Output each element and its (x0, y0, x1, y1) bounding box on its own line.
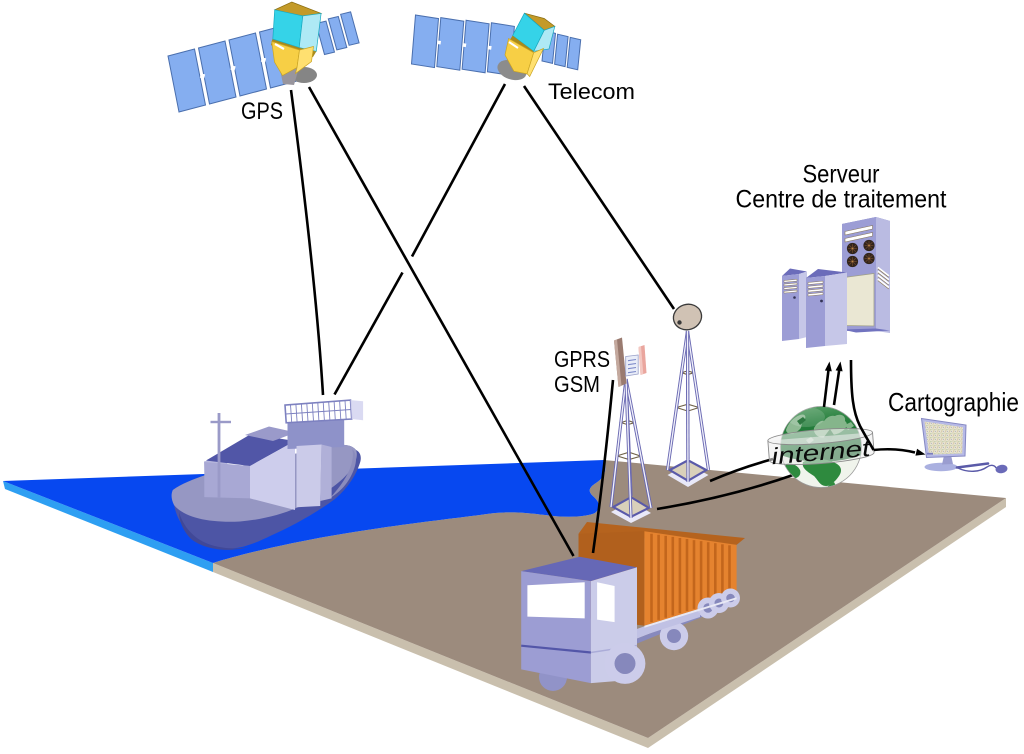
svg-text:GPRS: GPRS (554, 346, 610, 372)
svg-text:Serveur: Serveur (803, 161, 880, 189)
svg-text:Telecom: Telecom (548, 79, 635, 104)
svg-text:GSM: GSM (554, 371, 600, 397)
svg-text:GPS: GPS (241, 98, 283, 125)
svg-text:Centre de traitement: Centre de traitement (736, 186, 947, 214)
svg-text:Cartographie: Cartographie (888, 387, 1019, 417)
